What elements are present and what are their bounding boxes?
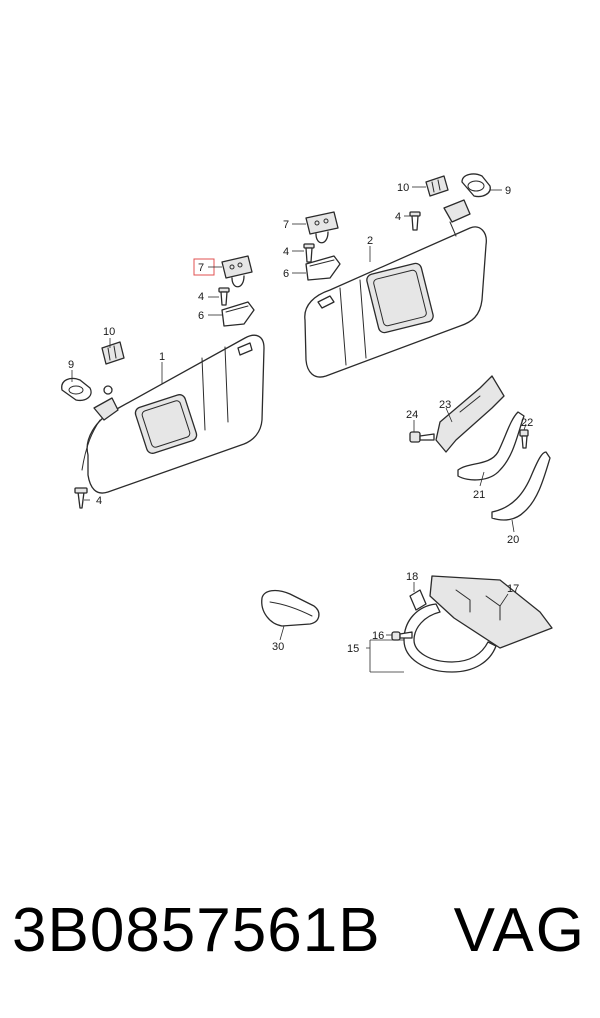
leader-lines	[71, 186, 527, 673]
bracket-plate-17	[429, 575, 553, 649]
callout-17: 17	[507, 583, 519, 595]
handle-cover-30	[261, 589, 320, 627]
clip-18	[409, 589, 427, 611]
callout-22: 22	[521, 417, 533, 429]
callout-9-left: 9	[68, 359, 74, 371]
callout-20: 20	[507, 534, 519, 546]
callout-10-right: 10	[397, 182, 409, 194]
visor-hinge-right	[443, 199, 471, 237]
callout-4-left-lower: 4	[96, 495, 102, 507]
callout-30: 30	[272, 641, 284, 653]
grab-handle-21	[457, 411, 525, 481]
exploded-parts-diagram: 1 2 4 4 4 4 6 6 7 7 9 9 10 10 15 16 17 1…	[61, 173, 553, 673]
callout-6-left: 6	[198, 310, 204, 322]
callout-6-right: 6	[283, 268, 289, 280]
cover-cap-9-right	[461, 173, 491, 198]
callout-2: 2	[367, 235, 373, 247]
screw-22	[519, 429, 529, 449]
screw-4-right	[409, 211, 421, 231]
cover-6-right	[305, 255, 341, 281]
callout-4-left-upper: 4	[198, 291, 204, 303]
cover-cap-9-left	[61, 377, 92, 402]
callout-24: 24	[406, 409, 418, 421]
grab-handle-15	[403, 603, 497, 673]
sun-visor-right	[304, 226, 487, 378]
screw-4-upper-left	[218, 287, 230, 306]
screw-16	[391, 631, 413, 641]
callout-18: 18	[406, 571, 418, 583]
visor-hinge-left	[93, 385, 119, 421]
part-number-label: 3B0857561B	[12, 896, 381, 965]
callout-1: 1	[159, 351, 165, 363]
screw-4-upper-right	[303, 243, 315, 263]
sun-visor-left	[81, 334, 265, 494]
callout-numbers: 1 2 4 4 4 4 6 6 7 7 9 9 10 10 15 16 17 1…	[68, 182, 533, 655]
trim-strip-20	[491, 451, 551, 521]
mount-clip-10-left	[101, 341, 125, 365]
brand-label: VAG	[453, 896, 586, 965]
callout-23: 23	[439, 399, 451, 411]
bracket-23	[435, 375, 505, 453]
screw-24	[409, 431, 435, 443]
callout-7-left: 7	[198, 262, 204, 274]
retainer-7-right	[305, 211, 339, 244]
callout-10-left: 10	[103, 326, 115, 338]
screw-4-left	[74, 487, 88, 509]
cover-6-left	[221, 301, 255, 327]
callout-15: 15	[347, 643, 359, 655]
retainer-7-left	[221, 255, 253, 288]
mount-clip-10-right	[425, 175, 449, 197]
callout-4-right-hinge: 4	[395, 211, 401, 223]
callout-7-right: 7	[283, 219, 289, 231]
callout-21: 21	[473, 489, 485, 501]
callout-9-right: 9	[505, 185, 511, 197]
callout-16: 16	[372, 630, 384, 642]
callout-4-right-upper: 4	[283, 246, 289, 258]
